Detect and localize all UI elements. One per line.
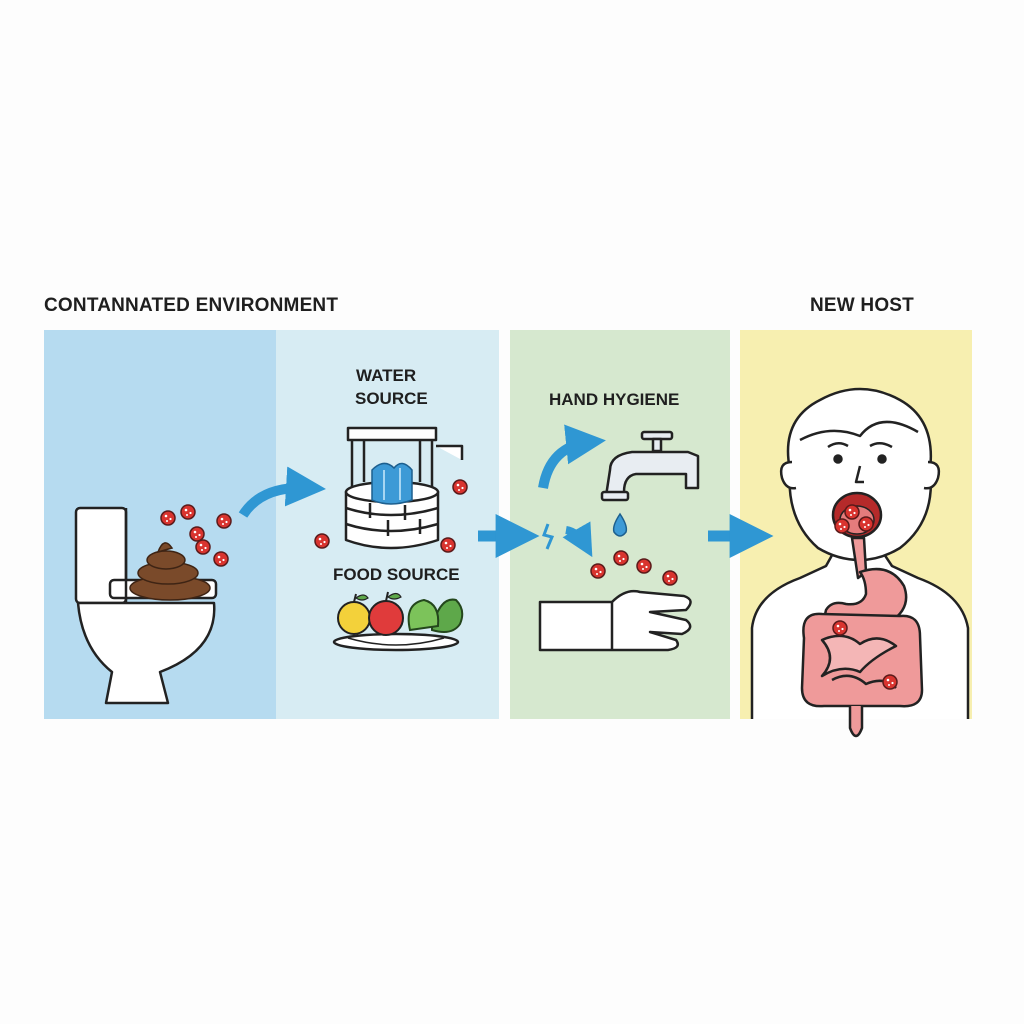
heading-new-host: NEW HOST bbox=[810, 295, 914, 316]
break-mark bbox=[542, 523, 555, 550]
label-food-source: FOOD SOURCE bbox=[333, 565, 460, 584]
well-icon bbox=[344, 426, 464, 550]
label-water-line1: WATER bbox=[356, 366, 417, 385]
faucet-icon bbox=[600, 430, 700, 502]
label-hand-hygiene: HAND HYGIENE bbox=[549, 390, 680, 409]
arrow-icon bbox=[562, 521, 593, 558]
heading-contaminated-environment: CONTANNATED ENVIRONMENT bbox=[44, 295, 339, 316]
arrow-icon bbox=[238, 466, 326, 518]
food-plate-icon bbox=[332, 591, 464, 652]
germ-cluster-hand bbox=[590, 550, 678, 586]
label-water-line2: SOURCE bbox=[355, 389, 428, 408]
hand-icon bbox=[538, 589, 692, 652]
arrow-icon bbox=[538, 424, 606, 489]
water-drop-icon bbox=[612, 512, 628, 537]
feces-icon bbox=[129, 542, 211, 601]
water-icon bbox=[371, 462, 413, 505]
